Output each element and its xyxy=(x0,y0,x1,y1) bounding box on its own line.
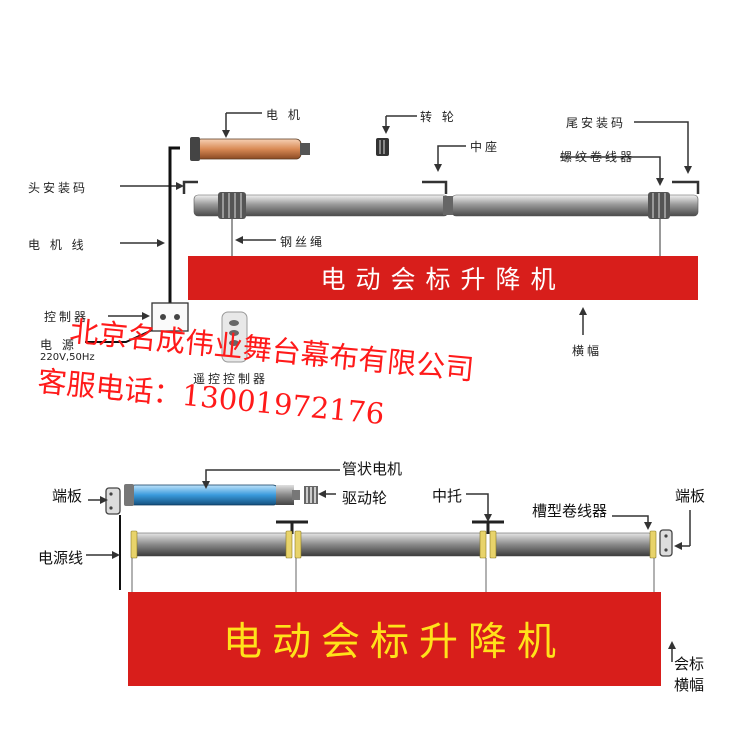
controller-box xyxy=(151,302,189,332)
bottom-tube xyxy=(130,530,657,559)
label-banner-bottom-2: 横幅 xyxy=(674,676,705,694)
top-banner-text: 电动会标升降机 xyxy=(320,265,566,294)
label-power-line: 电源线 xyxy=(38,549,84,567)
label-tube-motor: 管状电机 xyxy=(342,460,403,478)
label-remote: 遥控控制器 xyxy=(193,372,269,386)
label-controller: 控制器 xyxy=(44,310,90,324)
label-banner-bottom-1: 会标 xyxy=(674,655,705,673)
label-middle-seat: 中座 xyxy=(470,140,501,154)
label-power: 电 源 xyxy=(40,338,77,352)
remote-control-icon xyxy=(221,311,248,363)
tube-motor xyxy=(124,484,300,506)
top-tube xyxy=(193,192,699,219)
label-banner-top: 横幅 xyxy=(572,344,603,358)
bottom-banner: 电动会标升降机 xyxy=(128,592,661,686)
top-banner: 电动会标升降机 xyxy=(188,256,698,300)
label-motor-wire: 电 机 线 xyxy=(28,238,87,252)
label-pulley: 转 轮 xyxy=(420,110,457,124)
label-thread-winder: 螺纹卷线器 xyxy=(560,150,636,164)
label-wire-rope: 钢丝绳 xyxy=(280,235,326,249)
label-power-spec: 220V,50Hz xyxy=(40,352,95,363)
label-head-mount: 头安装码 xyxy=(28,181,89,195)
label-slot-winder: 槽型卷线器 xyxy=(532,502,608,520)
label-middle-support: 中托 xyxy=(432,487,463,505)
right-end-plate xyxy=(659,529,673,557)
label-end-plate-right: 端板 xyxy=(675,487,706,505)
top-motor xyxy=(190,137,310,161)
label-motor: 电 机 xyxy=(266,108,303,122)
left-end-plate xyxy=(105,487,121,515)
label-drive-wheel: 驱动轮 xyxy=(342,489,388,507)
bottom-banner-text: 电动会标升降机 xyxy=(222,620,566,665)
label-tail-mount: 尾安装码 xyxy=(566,116,627,130)
drive-wheel-icon xyxy=(304,486,318,504)
label-end-plate-left: 端板 xyxy=(52,487,83,505)
top-pulley-icon xyxy=(376,138,389,156)
